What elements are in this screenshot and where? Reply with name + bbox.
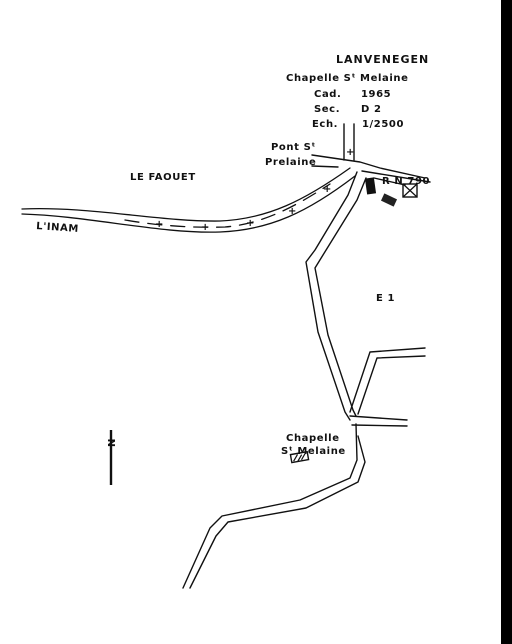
commune-name: LANVENEGEN <box>336 53 429 66</box>
river-inam <box>21 167 356 233</box>
building-small <box>380 193 398 207</box>
river-cross-mark: + <box>246 218 254 229</box>
chapel-label-line1: Chapelle <box>286 433 340 444</box>
map-sheet: + + + + + + <box>0 0 501 644</box>
ech-value: 1/2500 <box>362 119 404 130</box>
chapel-label-line2: Sᵗ Melaine <box>281 446 346 457</box>
section-label: E 1 <box>376 293 395 304</box>
cad-label: Cad. <box>314 89 341 100</box>
road-rn-790 <box>361 170 431 186</box>
title-block: LANVENEGEN Chapelle Sᵗ Melaine Cad. 1965… <box>286 53 429 130</box>
chapel-title: Chapelle Sᵗ Melaine <box>286 73 408 84</box>
north-label: N <box>107 438 118 447</box>
scan-border <box>501 0 512 644</box>
sec-value: D 2 <box>361 104 382 115</box>
river-cross-mark: + <box>346 147 354 158</box>
road-label: R N 790 <box>382 176 430 187</box>
chapel-building <box>289 450 310 464</box>
road-east-lower <box>349 415 408 427</box>
building-hatched <box>364 177 377 195</box>
north-arrow-icon: N <box>107 430 118 485</box>
town-label: LE FAOUET <box>130 172 196 183</box>
road-east-upper <box>349 347 426 415</box>
road-southwest <box>182 423 366 589</box>
river-cross-mark: + <box>201 222 209 233</box>
sec-label: Sec. <box>314 104 340 115</box>
bridge-label-line1: Pont Sᵗ <box>271 142 316 153</box>
bridge-pont-st-prelaine <box>311 123 426 179</box>
river-cross-mark: + <box>288 206 296 217</box>
ech-label: Ech. <box>312 119 338 130</box>
river-label: L'INAM <box>36 221 79 235</box>
river-cross-mark: + <box>323 184 331 195</box>
river-cross-mark: + <box>155 219 163 230</box>
river-cross-markers: + + + + + + <box>155 147 354 233</box>
bridge-label-line2: Prelaine <box>265 157 316 168</box>
road-south <box>305 171 367 421</box>
building-crossed <box>402 183 418 198</box>
buildings-near-bridge <box>364 177 418 207</box>
cad-value: 1965 <box>361 89 391 100</box>
map-drawing: + + + + + + <box>21 53 431 589</box>
